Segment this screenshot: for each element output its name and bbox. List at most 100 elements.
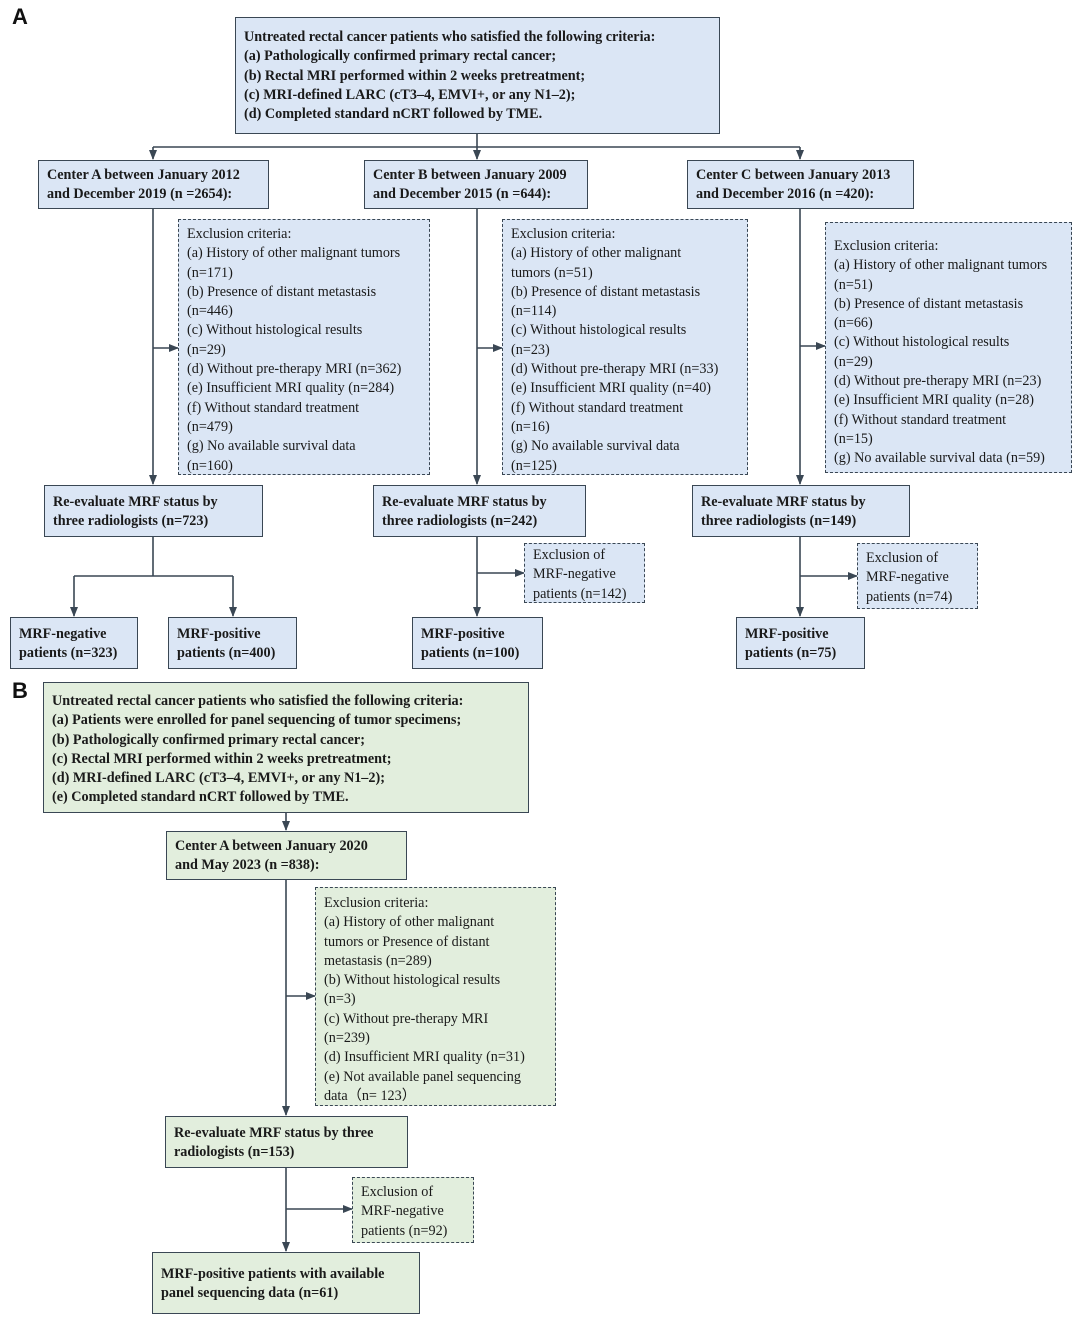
- mrf-negative-exclusion-box-panel-b: Exclusion of MRF-negative patients (n=92…: [352, 1177, 474, 1243]
- exclusion-line: (b) Presence of distant metastasis: [834, 295, 1024, 312]
- mrf-positive-line: patients (n=75): [745, 645, 837, 662]
- exclusion-line: (n=16): [511, 418, 550, 435]
- exclusion-line: MRF-negative: [533, 566, 616, 583]
- exclusion-line: (n=160): [187, 457, 233, 474]
- exclusion-line: data（n= 123）: [324, 1087, 416, 1104]
- mrf-positive-line: MRF-positive: [177, 626, 261, 642]
- exclusion-line: (a) History of other malignant tumors: [187, 245, 401, 262]
- exclusion-line: (b) Presence of distant metastasis: [187, 283, 377, 300]
- final-cohort-box-panel-b: MRF-positive patients with available pan…: [152, 1252, 420, 1314]
- exclusion-criteria-box-c: Exclusion criteria: (a) History of other…: [825, 222, 1072, 473]
- exclusion-line: (n=125): [511, 457, 557, 474]
- criteria-line: (a) Pathologically confirmed primary rec…: [244, 48, 557, 65]
- criteria-line: (c) MRI-defined LARC (cT3–4, EMVI+, or a…: [244, 86, 576, 103]
- exclusion-line: (n=23): [511, 341, 550, 358]
- exclusion-line: MRF-negative: [361, 1203, 444, 1220]
- center-b-box: Center B between January 2009 and Decemb…: [364, 160, 588, 209]
- exclusion-line: (d) Insufficient MRI quality (n=31): [324, 1049, 525, 1066]
- exclusion-line: Exclusion of: [533, 547, 606, 563]
- exclusion-line: (c) Without pre-therapy MRI: [324, 1010, 489, 1027]
- center-a-line: Center A between January 2020: [175, 838, 368, 854]
- mrf-negative-line: MRF-negative: [19, 626, 107, 642]
- exclusion-line: Exclusion of: [866, 550, 939, 566]
- exclusion-line: (d) Without pre-therapy MRI (n=362): [187, 361, 402, 378]
- exclusion-line: Exclusion criteria:: [187, 226, 292, 242]
- exclusion-line: (n=3): [324, 991, 356, 1008]
- criteria-line: Untreated rectal cancer patients who sat…: [244, 29, 656, 45]
- center-a-line: and May 2023 (n =838):: [175, 857, 320, 874]
- exclusion-criteria-box-b: Exclusion criteria: (a) History of other…: [502, 219, 748, 475]
- exclusion-line: (n=446): [187, 303, 233, 320]
- exclusion-line: Exclusion criteria:: [324, 895, 429, 911]
- exclusion-line: (n=29): [187, 341, 226, 358]
- exclusion-line: patients (n=92): [361, 1222, 448, 1239]
- reevaluate-box-b: Re-evaluate MRF status by three radiolog…: [373, 485, 586, 537]
- criteria-line: (d) Completed standard nCRT followed by …: [244, 106, 543, 123]
- exclusion-line: (n=29): [834, 353, 873, 370]
- mrf-positive-line: patients (n=100): [421, 645, 520, 662]
- exclusion-line: (n=479): [187, 418, 233, 435]
- reevaluate-line: Re-evaluate MRF status by three: [174, 1125, 374, 1141]
- exclusion-line: (f) Without standard treatment: [511, 399, 684, 416]
- mrf-negative-line: patients (n=323): [19, 645, 118, 662]
- exclusion-line: (e) Insufficient MRI quality (n=28): [834, 392, 1035, 409]
- reevaluate-line: three radiologists (n=242): [382, 513, 538, 530]
- reevaluate-line: radiologists (n=153): [174, 1144, 295, 1161]
- center-c-line: Center C between January 2013: [696, 167, 891, 183]
- criteria-line: (d) MRI-defined LARC (cT3–4, EMVI+, or a…: [52, 770, 385, 787]
- center-a-line: and December 2019 (n =2654):: [47, 186, 233, 203]
- final-cohort-line: panel sequencing data (n=61): [161, 1285, 339, 1302]
- exclusion-line: patients (n=74): [866, 588, 953, 605]
- exclusion-line: (n=239): [324, 1030, 370, 1047]
- exclusion-line: (b) Presence of distant metastasis: [511, 283, 701, 300]
- reevaluate-line: three radiologists (n=149): [701, 513, 857, 530]
- exclusion-line: (c) Without histological results: [187, 322, 363, 339]
- exclusion-line: Exclusion criteria:: [511, 226, 616, 242]
- reevaluate-line: Re-evaluate MRF status by: [701, 494, 866, 510]
- reevaluate-line: three radiologists (n=723): [53, 513, 209, 530]
- mrf-positive-line: MRF-positive: [745, 626, 829, 642]
- center-a-box-panel-b: Center A between January 2020 and May 20…: [166, 831, 407, 880]
- exclusion-line: (a) History of other malignant: [324, 914, 495, 931]
- exclusion-criteria-box-a: Exclusion criteria: (a) History of other…: [178, 219, 430, 475]
- exclusion-line: (g) No available survival data: [511, 438, 680, 455]
- panel-label-b: B: [12, 678, 28, 703]
- exclusion-line: (n=15): [834, 430, 873, 447]
- center-c-line: and December 2016 (n =420):: [696, 186, 875, 203]
- reevaluate-line: Re-evaluate MRF status by: [382, 494, 547, 510]
- exclusion-criteria-box-panel-b: Exclusion criteria: (a) History of other…: [315, 887, 556, 1106]
- criteria-line: (b) Rectal MRI performed within 2 weeks …: [244, 67, 586, 84]
- exclusion-line: (c) Without histological results: [511, 322, 687, 339]
- exclusion-line: (g) No available survival data: [187, 438, 356, 455]
- exclusion-line: (e) Insufficient MRI quality (n=40): [511, 380, 712, 397]
- center-b-line: Center B between January 2009: [373, 167, 567, 183]
- exclusion-line: (n=66): [834, 315, 873, 332]
- criteria-line: (b) Pathologically confirmed primary rec…: [52, 731, 365, 748]
- exclusion-line: tumors or Presence of distant: [324, 933, 490, 950]
- reevaluate-box-a: Re-evaluate MRF status by three radiolog…: [44, 485, 263, 537]
- exclusion-line: tumors (n=51): [511, 264, 593, 281]
- mrf-positive-box-b: MRF-positive patients (n=100): [412, 617, 543, 669]
- exclusion-line: (e) Not available panel sequencing: [324, 1068, 521, 1085]
- inclusion-criteria-box-a: Untreated rectal cancer patients who sat…: [235, 17, 720, 134]
- exclusion-line: (f) Without standard treatment: [834, 411, 1007, 428]
- reevaluate-box-panel-b: Re-evaluate MRF status by three radiolog…: [165, 1116, 408, 1168]
- final-cohort-line: MRF-positive patients with available: [161, 1266, 385, 1282]
- exclusion-line: (d) Without pre-therapy MRI (n=33): [511, 361, 719, 378]
- exclusion-line: Exclusion of: [361, 1184, 434, 1200]
- criteria-line: (c) Rectal MRI performed within 2 weeks …: [52, 750, 392, 767]
- inclusion-criteria-box-b: Untreated rectal cancer patients who sat…: [43, 682, 529, 813]
- exclusion-line: Exclusion criteria:: [834, 238, 939, 254]
- mrf-negative-exclusion-box-c: Exclusion of MRF-negative patients (n=74…: [857, 543, 978, 609]
- criteria-line: (e) Completed standard nCRT followed by …: [52, 789, 349, 806]
- mrf-negative-box-a: MRF-negative patients (n=323): [10, 617, 138, 669]
- exclusion-line: patients (n=142): [533, 585, 627, 602]
- center-a-box: Center A between January 2012 and Decemb…: [38, 160, 269, 209]
- mrf-positive-box-a: MRF-positive patients (n=400): [168, 617, 297, 669]
- exclusion-line: MRF-negative: [866, 569, 949, 586]
- criteria-line: Untreated rectal cancer patients who sat…: [52, 693, 464, 709]
- mrf-positive-box-c: MRF-positive patients (n=75): [736, 617, 865, 669]
- center-a-line: Center A between January 2012: [47, 167, 240, 183]
